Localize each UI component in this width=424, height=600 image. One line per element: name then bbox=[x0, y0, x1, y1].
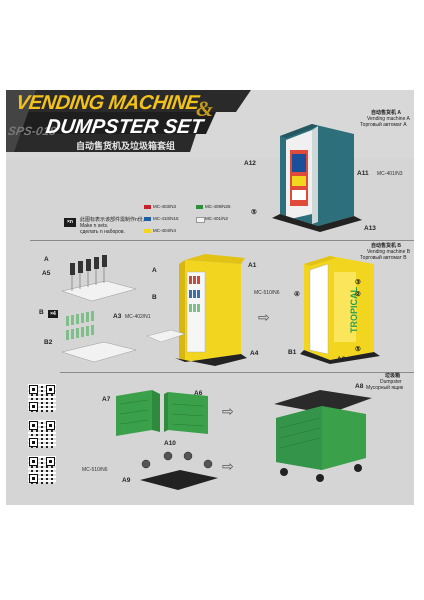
xn-text-zh: 此图标表示该部件需制作n份。 bbox=[80, 217, 148, 223]
label-a-left: A bbox=[44, 256, 49, 263]
paint-swatch-mc403 bbox=[144, 205, 151, 209]
section-title-vending-b-zh: 自动售货机 B bbox=[371, 243, 402, 249]
label-a1: A1 bbox=[248, 262, 257, 269]
qr-code-3[interactable] bbox=[28, 456, 56, 484]
section-title-dumpster-zh: 垃圾箱 bbox=[385, 373, 401, 379]
step-arrow-b: ⇨ bbox=[258, 309, 270, 325]
section-title-dumpster-en: Dumpster bbox=[380, 379, 402, 385]
callout-5-a: ⑤ bbox=[251, 209, 257, 216]
qr-code-1[interactable] bbox=[28, 384, 56, 412]
step-arrow-dump-1: ⇨ bbox=[222, 403, 234, 419]
paint-code-mc403: MC-403/N3 bbox=[153, 204, 177, 209]
section-title-vending-a-en: Vending machine A bbox=[367, 116, 410, 122]
section-title-vending-a-zh: 自动售货机 A bbox=[371, 110, 402, 116]
label-a2: A2 bbox=[337, 356, 346, 363]
title-line1: VENDING MACHINE bbox=[14, 92, 201, 114]
paint-swatch-mc401 bbox=[196, 217, 205, 223]
banner-graphic bbox=[6, 90, 414, 160]
callout-5-b: ⑤ bbox=[355, 346, 361, 353]
label-b2: B2 bbox=[44, 339, 53, 346]
paint-code-dump: MC-510/N6 bbox=[82, 467, 108, 473]
paint-code-mc404: MC-404/N4 bbox=[153, 228, 177, 233]
paint-code-mc410: MC-410/N15 bbox=[153, 216, 179, 221]
paint-swatch-mc404 bbox=[144, 229, 151, 233]
label-b-left: B bbox=[39, 309, 44, 316]
label-a10: A10 bbox=[164, 440, 176, 447]
callout-2-b: ② bbox=[355, 291, 361, 298]
label-a4: A4 bbox=[250, 350, 259, 357]
label-a6: A6 bbox=[194, 390, 203, 397]
paint-code-mid: MC-510/N6 bbox=[254, 290, 280, 296]
section-title-vending-b-ru: Торговый автомат В bbox=[360, 255, 407, 261]
xn-text-en: Make n sets. bbox=[80, 223, 109, 229]
title-ampersand: & bbox=[196, 96, 214, 121]
label-a3: A3 bbox=[113, 313, 122, 320]
label-b1: B1 bbox=[288, 349, 297, 356]
label-a8: A8 bbox=[355, 383, 364, 390]
part-a-tray-illustration bbox=[61, 255, 137, 302]
section-title-vending-b-en: Vending machine B bbox=[367, 249, 411, 255]
paint-swatch-mc409 bbox=[196, 205, 203, 209]
section-title-vending-a-ru: Торговый автомат А bbox=[360, 122, 407, 128]
x4-badge: ×4 bbox=[48, 310, 58, 318]
dumpster-base-illustration bbox=[140, 451, 218, 490]
label-a7: A7 bbox=[102, 396, 111, 403]
step-arrow-dump-2: ⇨ bbox=[222, 458, 234, 474]
label-a12: A12 bbox=[244, 160, 256, 167]
xn-badge: ×n bbox=[64, 218, 76, 227]
qr-code-2[interactable] bbox=[28, 420, 56, 448]
title-line2: DUMPSTER SET bbox=[44, 116, 205, 138]
vending-machine-a-illustration bbox=[272, 124, 362, 232]
label-a-mid: A bbox=[152, 267, 157, 274]
label-a9: A9 bbox=[122, 477, 131, 484]
paint-code-mc409: MC-409/N26 bbox=[205, 204, 231, 209]
vending-machine-b-finished-illustration bbox=[300, 256, 380, 364]
divider-2 bbox=[60, 372, 414, 373]
label-a5: A5 bbox=[42, 270, 51, 277]
paint-code-a11: MC-401/N3 bbox=[377, 171, 403, 177]
dumpster-parts-illustration bbox=[116, 390, 208, 436]
paint-code-mc401: MC-401/N2 bbox=[205, 216, 229, 221]
dumpster-finished-illustration bbox=[274, 390, 372, 482]
paint-swatch-mc410 bbox=[144, 217, 151, 221]
banner: SPS-018 VENDING MACHINE & DUMPSTER SET 自… bbox=[6, 90, 414, 160]
divider-1 bbox=[30, 240, 414, 241]
xn-text-ru: сделать n наборов. bbox=[80, 229, 125, 235]
callout-3-b: ③ bbox=[355, 279, 361, 286]
label-a11: A11 bbox=[357, 170, 369, 177]
paint-code-a3: MC-402/N1 bbox=[125, 314, 151, 320]
part-b-bottles-illustration bbox=[61, 311, 137, 363]
label-b-mid: B bbox=[152, 294, 157, 301]
label-a13: A13 bbox=[364, 225, 376, 232]
vending-machine-b-open-illustration bbox=[146, 254, 247, 366]
section-title-dumpster-ru: Мусорный ящик bbox=[366, 385, 404, 391]
callout-4-b: ④ bbox=[294, 291, 300, 298]
title-chinese: 自动售货机及垃圾箱套组 bbox=[76, 142, 176, 152]
